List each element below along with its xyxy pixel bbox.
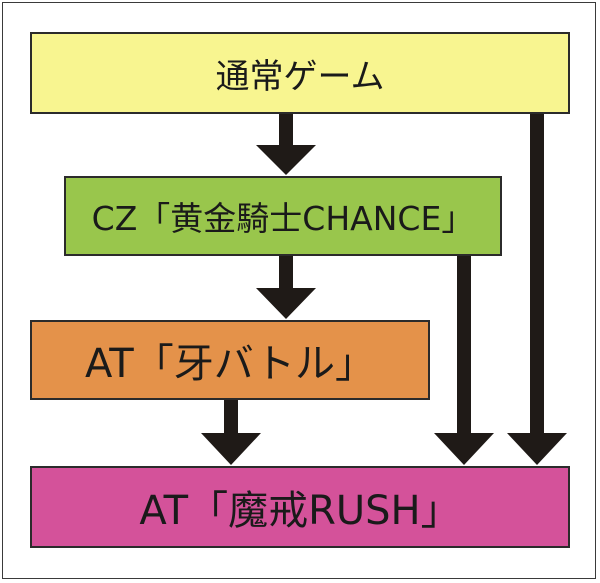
node-cz: CZ「黄金騎士CHANCE」: [64, 176, 502, 256]
node-at-makai-rush-label: AT「魔戒RUSH」: [139, 488, 461, 534]
node-at-kiba-battle-label: AT「牙バトル」: [85, 341, 375, 387]
node-at-makai-rush: AT「魔戒RUSH」: [30, 466, 570, 548]
node-cz-label: CZ「黄金騎士CHANCE」: [91, 199, 475, 238]
node-at-kiba-battle: AT「牙バトル」: [30, 320, 430, 400]
node-normal-game-label: 通常ゲーム: [215, 56, 385, 97]
node-normal-game: 通常ゲーム: [30, 32, 570, 114]
